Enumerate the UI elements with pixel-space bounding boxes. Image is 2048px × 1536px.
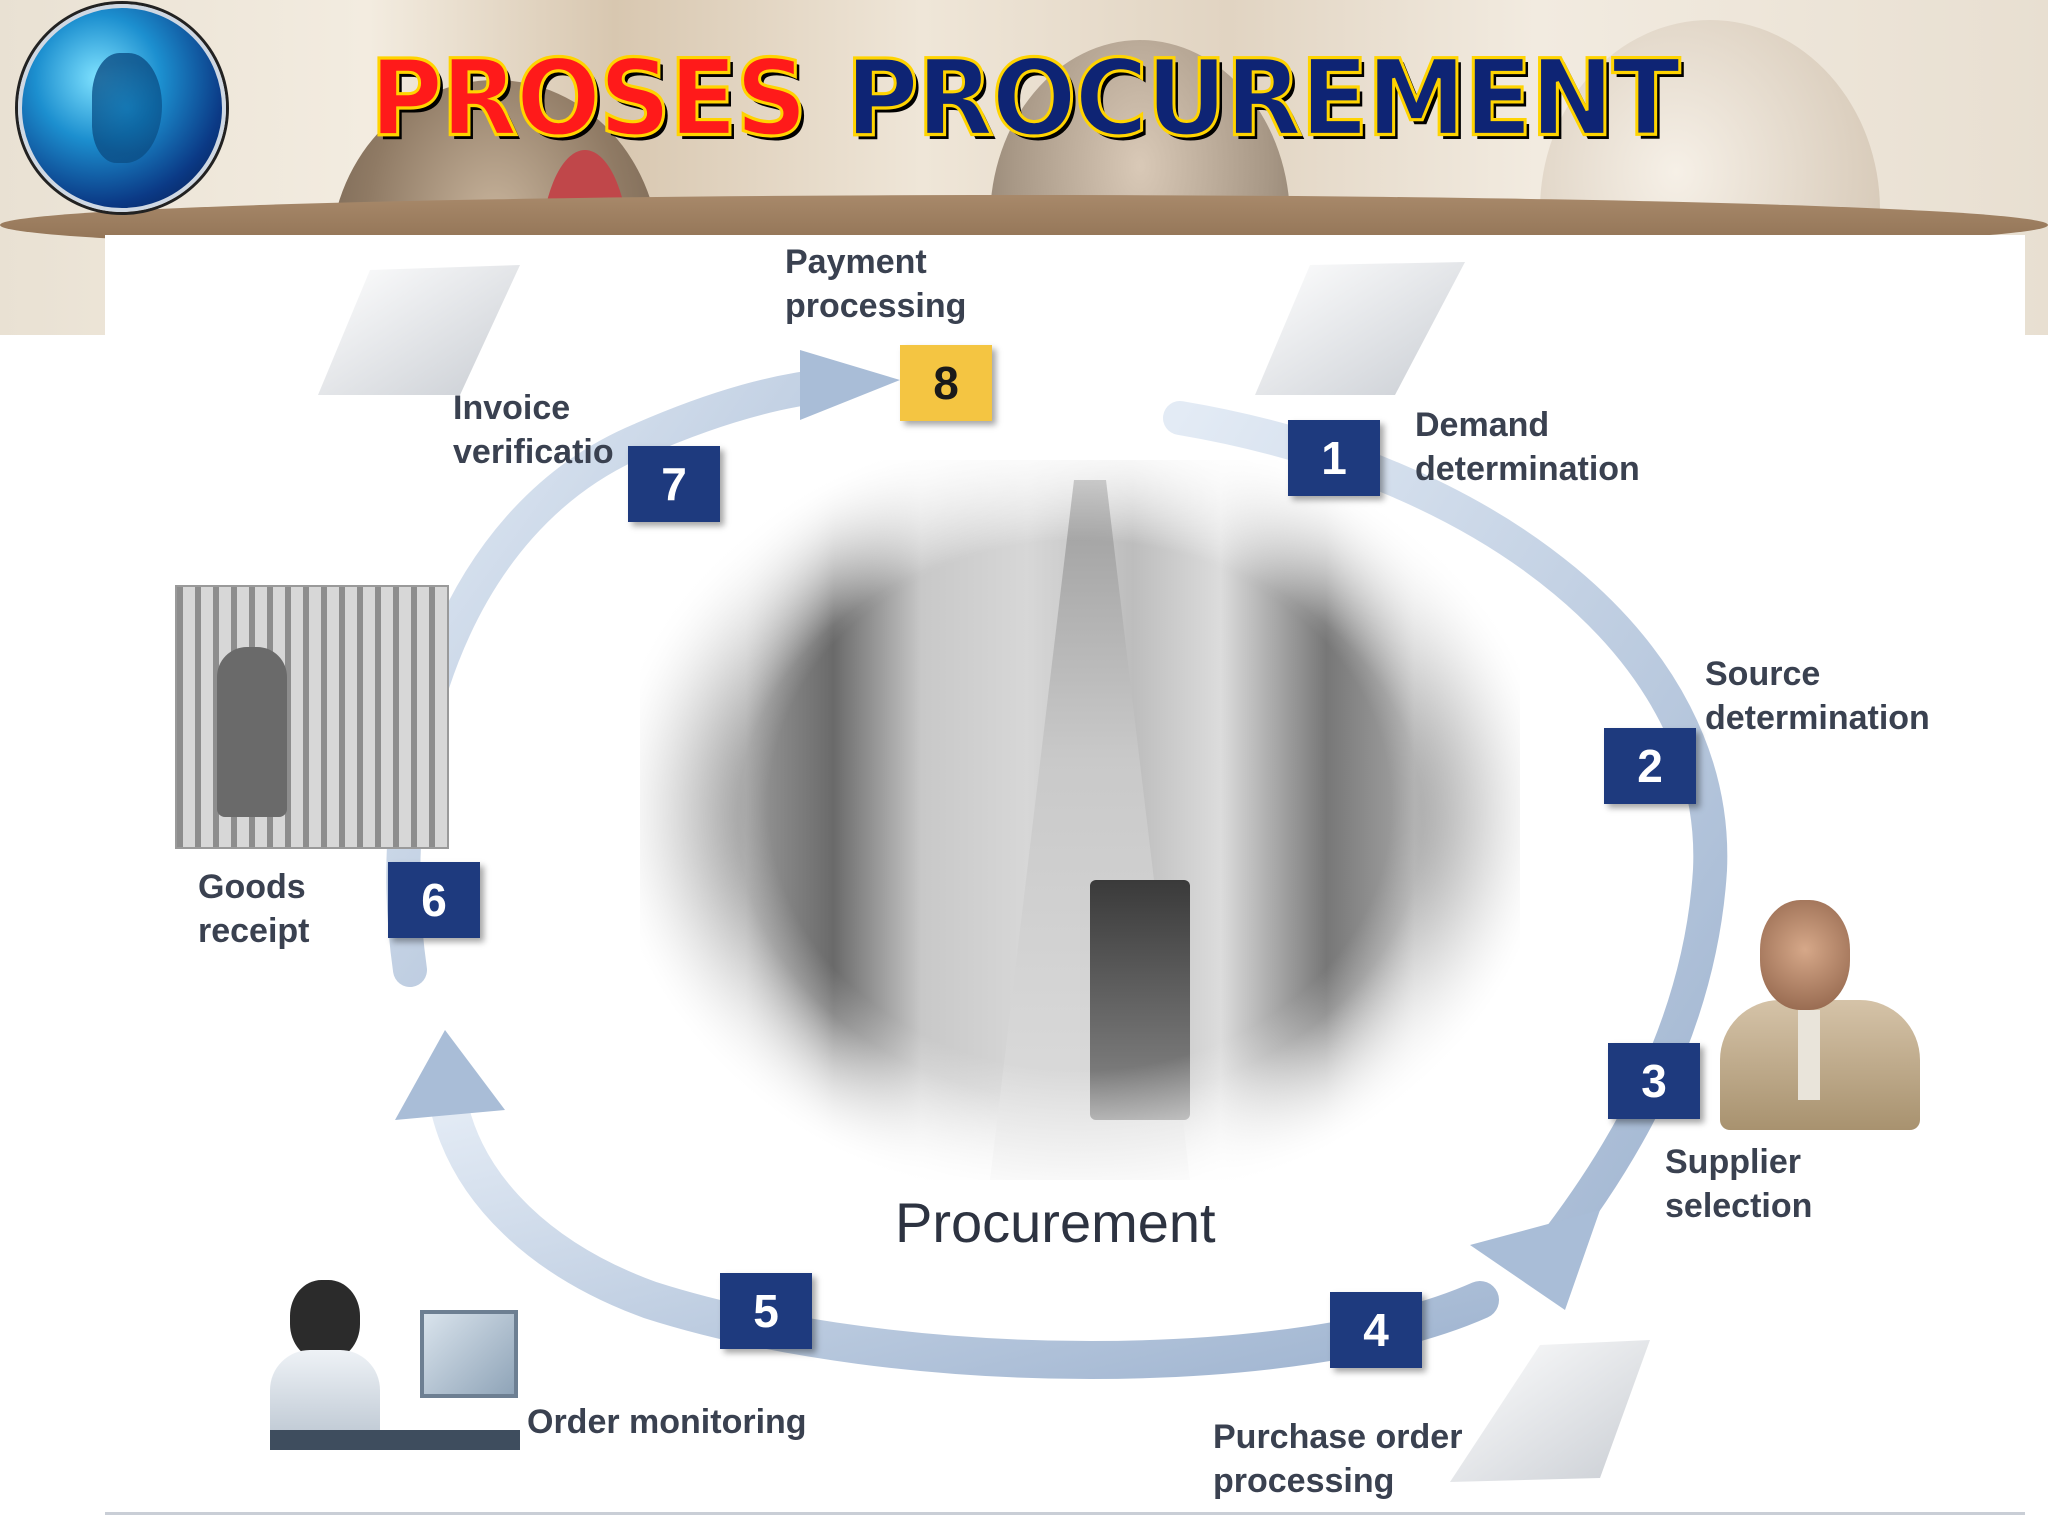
order-monitoring-photo — [270, 1280, 520, 1450]
document-icon — [1450, 1340, 1650, 1482]
step-4-label: Purchase order processing — [1213, 1418, 1463, 1500]
step-6-label: Goods receipt — [198, 868, 310, 950]
title-word-procurement: PROCUREMENT — [844, 36, 1682, 162]
cycle-arrowhead-left — [800, 350, 900, 420]
step-1-label: Demand determination — [1415, 406, 1640, 488]
step-4-box: 4 — [1330, 1292, 1422, 1368]
title-word-proses: PROSES — [368, 36, 809, 162]
step-1-box: 1 — [1288, 420, 1380, 496]
cycle-arrow-right — [1163, 401, 1728, 1267]
step-2-label: Source determination — [1705, 655, 1930, 737]
page-title: PROSES PROCUREMENT — [0, 36, 2048, 162]
step-2-box: 2 — [1604, 728, 1696, 804]
document-icon — [1255, 262, 1465, 395]
step-8-label: Payment processing — [785, 243, 967, 325]
cycle-arrowhead-right — [1470, 1210, 1600, 1310]
document-icon — [318, 265, 520, 395]
step-5-label: Order monitoring — [527, 1403, 807, 1441]
warehouse-photo — [640, 460, 1520, 1180]
supplier-photo — [1720, 900, 1920, 1130]
step-7-label: Invoice verificatio — [453, 389, 614, 471]
goods-receipt-photo — [175, 585, 449, 849]
cycle-arrowhead-bottom — [395, 1030, 505, 1120]
center-label: Procurement — [895, 1191, 1216, 1254]
step-3-label: Supplier selection — [1665, 1143, 1813, 1225]
globe-icon — [18, 4, 226, 212]
step-5-box: 5 — [720, 1273, 812, 1349]
step-7-box: 7 — [628, 446, 720, 522]
step-6-box: 6 — [388, 862, 480, 938]
step-3-box: 3 — [1608, 1043, 1700, 1119]
step-8-box: 8 — [900, 345, 992, 421]
divider — [105, 1512, 2025, 1515]
